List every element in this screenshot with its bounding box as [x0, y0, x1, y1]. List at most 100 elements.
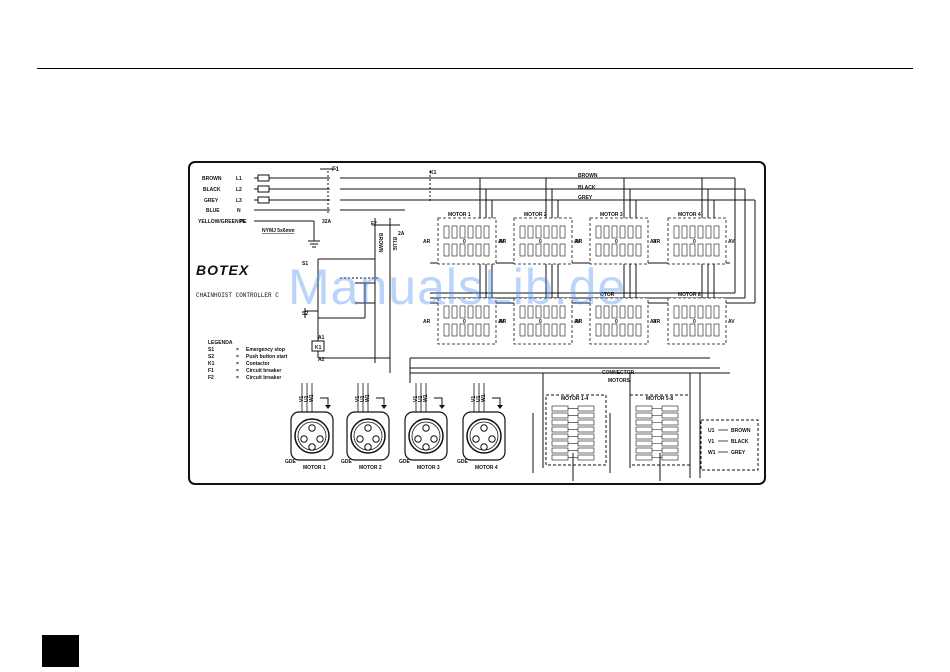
switch-mark-zero: 0 — [463, 239, 466, 245]
wire-label: BROWN — [202, 176, 222, 182]
switch-mark-ar: AR — [423, 319, 431, 325]
color-code: U1 — [708, 428, 715, 434]
brand-logo: BOTEX — [196, 262, 250, 278]
switch-mark-ar: AR — [423, 239, 431, 245]
pin-row — [551, 454, 569, 461]
pin-row — [661, 419, 679, 426]
switch-mark-av: AV — [498, 319, 505, 325]
phase-label: L2 — [236, 187, 242, 193]
pin-row — [577, 419, 595, 426]
color-name: BROWN — [731, 428, 751, 434]
pin-row — [551, 447, 569, 454]
legend-eq: = — [236, 347, 239, 353]
pin-row — [551, 440, 569, 447]
motor-switch-block: AR 0 AV — [499, 297, 581, 345]
breaker-f2-label: F2 — [371, 221, 377, 227]
phase-label: N — [237, 208, 241, 214]
legend-code: S1 — [208, 347, 214, 353]
connector-pin-label: U1 — [476, 395, 482, 402]
legend-desc: Push button start — [246, 354, 288, 360]
switch-mark-ar: AR — [653, 319, 661, 325]
phase-label: L3 — [236, 198, 242, 204]
legend-eq: = — [236, 368, 239, 374]
switch-mark-zero: 0 — [693, 239, 696, 245]
pin-row — [551, 419, 569, 426]
color-name: BLACK — [731, 439, 749, 445]
pin-row — [551, 433, 569, 440]
pin-row — [661, 440, 679, 447]
switch-mark-ar: AR — [575, 319, 583, 325]
connector-pin-label: U1 — [304, 395, 310, 402]
pin-row — [635, 405, 653, 412]
coil-a1-label: A1 — [318, 335, 325, 341]
pin-row — [577, 440, 595, 447]
legend-title: LEGENDA — [208, 340, 233, 346]
vertical-label-brown: BROWN — [377, 233, 383, 253]
pin-row — [577, 405, 595, 412]
legend-code: F2 — [208, 375, 214, 381]
connector-gde-label: GDE — [457, 459, 469, 465]
pin-row — [661, 433, 679, 440]
contactor-k1-label: K1 — [430, 170, 437, 176]
coil-a2-label: A2 — [318, 357, 325, 363]
switch-mark-zero: 0 — [615, 319, 618, 325]
motor-switch-label: MOTOR 8 — [678, 292, 701, 298]
pin-row — [661, 426, 679, 433]
connector-gde-label: GDE — [285, 459, 297, 465]
legend-desc: Circuit breaker — [246, 368, 281, 374]
connector-motor-label: MOTOR 1 — [303, 465, 326, 471]
breaker-f1-label: F1 — [332, 167, 340, 173]
switch-mark-av: AV — [728, 239, 735, 245]
pin-row — [577, 433, 595, 440]
switch-mark-ar: AR — [499, 319, 507, 325]
switch-mark-av: AV — [650, 319, 657, 325]
switch-s2-label: S2 — [302, 311, 308, 317]
bus-label-grey: GREY — [578, 195, 593, 201]
vertical-label-blue: BLUE — [391, 237, 397, 251]
connector-pin-label: W1 — [365, 394, 371, 402]
switch-mark-zero: 0 — [615, 239, 618, 245]
connector-pin-label: V1 — [413, 396, 419, 402]
legend-code: F1 — [208, 368, 214, 374]
color-name: GREY — [731, 450, 746, 456]
motor-switch-label: MOTOR 4 — [678, 212, 701, 218]
pin-row — [551, 412, 569, 419]
connector-gde-label: GDE — [399, 459, 411, 465]
legend-eq: = — [236, 375, 239, 381]
switch-mark-av: AV — [650, 239, 657, 245]
connector-pin-label: V1 — [471, 396, 477, 402]
connector-pin-label: U1 — [418, 395, 424, 402]
legend-desc: Contactor — [246, 361, 270, 367]
watermark: ManualsLib.de — [288, 259, 627, 315]
page-corner-mark — [42, 635, 79, 667]
pin-row — [635, 440, 653, 447]
bus-label-black: BLACK — [578, 185, 596, 191]
connector-motor-label: MOTOR 4 — [475, 465, 498, 471]
connector-pin-label: V1 — [299, 396, 305, 402]
cable-spec: NYMJ 5x6mm — [262, 228, 295, 234]
pin-row — [577, 426, 595, 433]
switch-mark-zero: 0 — [693, 319, 696, 325]
switch-s1-label: S1 — [302, 261, 308, 267]
pin-row — [635, 412, 653, 419]
switch-mark-ar: AR — [653, 239, 661, 245]
switch-mark-av: AV — [574, 239, 581, 245]
switch-mark-zero: 0 — [539, 319, 542, 325]
switch-mark-ar: AR — [499, 239, 507, 245]
pin-row — [577, 412, 595, 419]
multi-connector-label: MOTOR 1-4 — [561, 396, 588, 402]
header-rule — [37, 68, 913, 69]
switch-mark-av: AV — [728, 319, 735, 325]
breaker-f2-rating: 2A — [398, 231, 405, 237]
motor-switch-label: MOTOR 3 — [600, 212, 623, 218]
wire-label: GREY — [204, 198, 219, 204]
pin-row — [661, 454, 679, 461]
